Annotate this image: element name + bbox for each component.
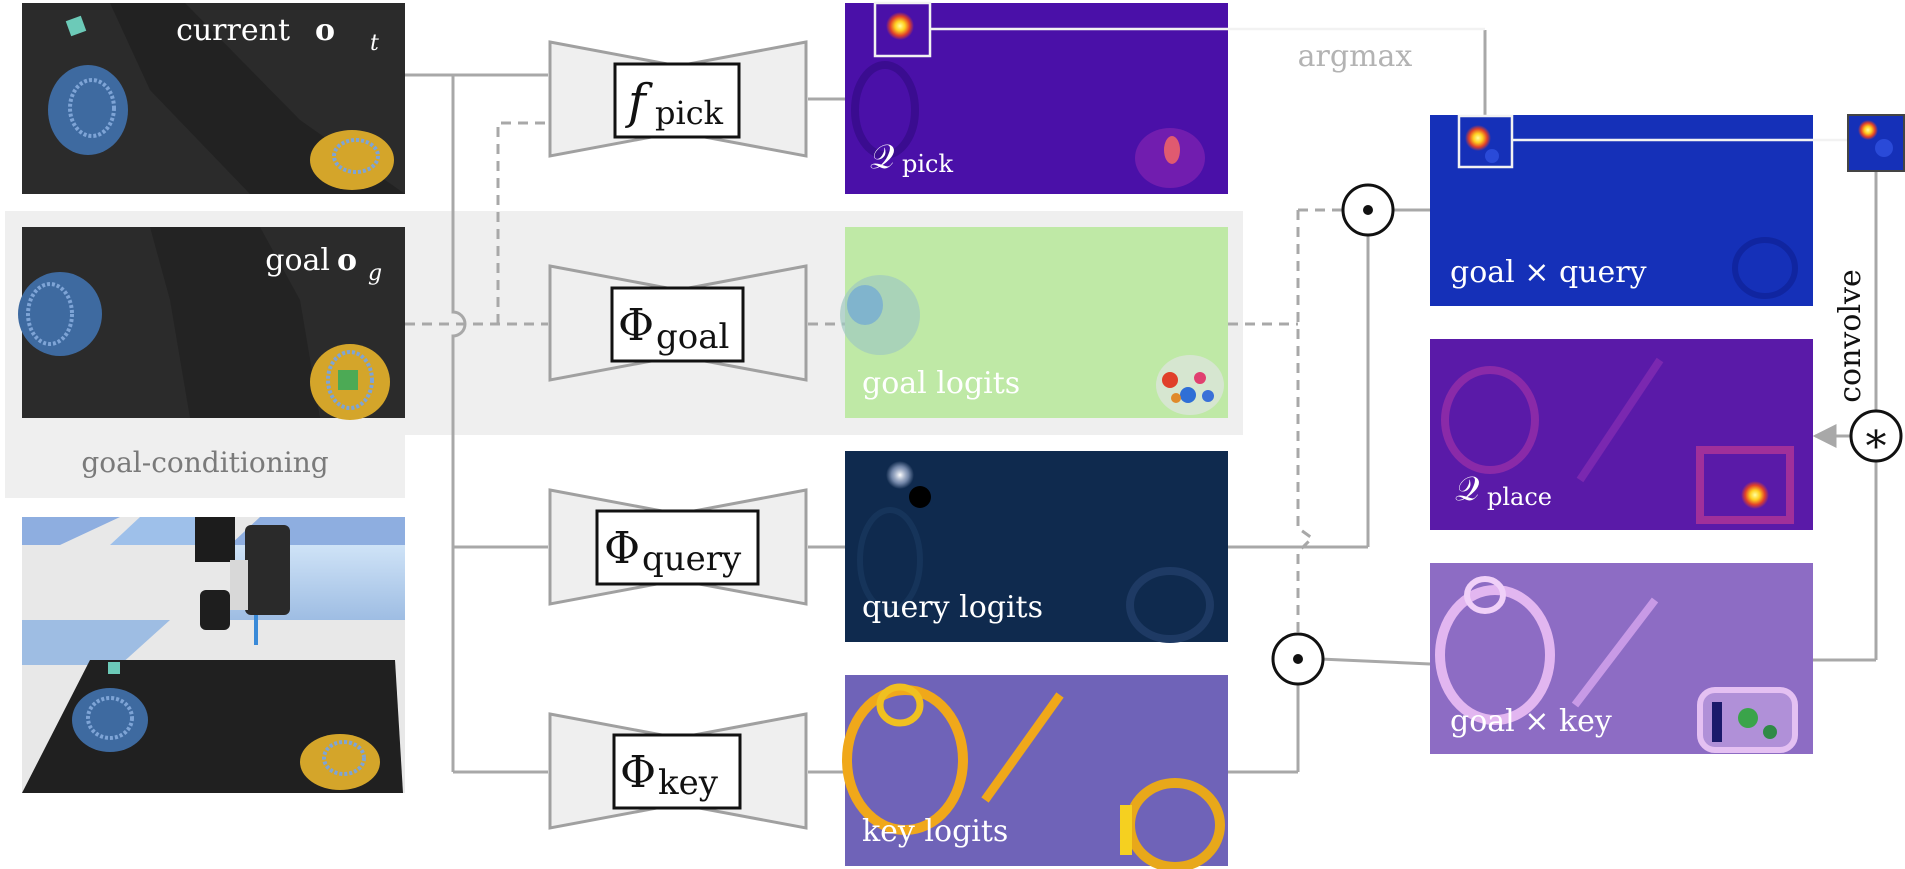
- key-logits-label: key logits: [862, 814, 1008, 849]
- goal-observation-image: goal o g: [18, 227, 405, 420]
- convolution-symbol: ∗: [1862, 413, 1891, 462]
- goal-x-key-label: goal × key: [1450, 704, 1612, 739]
- hadamard-op-key: [1271, 632, 1325, 686]
- current-subscript: t: [370, 31, 379, 56]
- current-observation-image: current o t: [22, 3, 405, 194]
- q-pick-subscript: pick: [902, 150, 953, 178]
- f-pick-subscript: pick: [655, 94, 724, 132]
- current-symbol: o: [315, 13, 335, 48]
- connectors: [405, 30, 1878, 774]
- phi-goal-subscript: goal: [656, 317, 729, 357]
- phi-query-subscript: query: [642, 539, 742, 579]
- phi-key-subscript: key: [658, 763, 719, 803]
- query-logits-label: query logits: [862, 590, 1043, 625]
- goal-label: goal: [265, 243, 330, 278]
- phi-key-symbol: Φ: [620, 747, 656, 798]
- goal-subscript: g: [368, 261, 382, 286]
- network-phi-goal: Φ goal: [548, 264, 808, 382]
- q-place-subscript: place: [1487, 483, 1552, 511]
- goal-x-query-label: goal × query: [1450, 255, 1647, 290]
- dashed-connectors: [405, 121, 1345, 636]
- network-phi-query: Φ query: [548, 488, 808, 606]
- robot-scene-image: [22, 517, 405, 793]
- current-label: current: [176, 13, 290, 48]
- network-f-pick: f pick: [548, 40, 808, 158]
- argmax-label: argmax: [1298, 39, 1413, 74]
- cropped-pick-patch: [1847, 114, 1905, 172]
- network-phi-key: Φ key: [548, 712, 808, 830]
- goal-x-query-map: goal × query: [1430, 114, 1848, 306]
- goal-logits-label: goal logits: [862, 366, 1020, 401]
- phi-query-symbol: Φ: [604, 523, 640, 574]
- phi-goal-symbol: Φ: [618, 300, 654, 351]
- goal-conditioning-label: goal-conditioning: [81, 446, 328, 479]
- convolve-label: convolve: [1833, 269, 1868, 403]
- goal-conditioning-label-box: [5, 435, 405, 498]
- q-pick-symbol: 𝒬: [870, 137, 894, 177]
- goal-logits-map: goal logits: [840, 227, 1228, 418]
- q-place-symbol: 𝒬: [1455, 469, 1479, 509]
- q-pick-map: 𝒬 pick: [845, 1, 1485, 194]
- goal-symbol: o: [337, 243, 357, 278]
- hadamard-op-query: [1341, 183, 1395, 237]
- goal-x-key-map: goal × key: [1430, 563, 1813, 754]
- q-place-map: 𝒬 place: [1430, 339, 1813, 530]
- convolution-op: ∗: [1849, 409, 1903, 463]
- key-logits-map: key logits: [842, 675, 1228, 869]
- query-logits-map: query logits: [845, 451, 1228, 643]
